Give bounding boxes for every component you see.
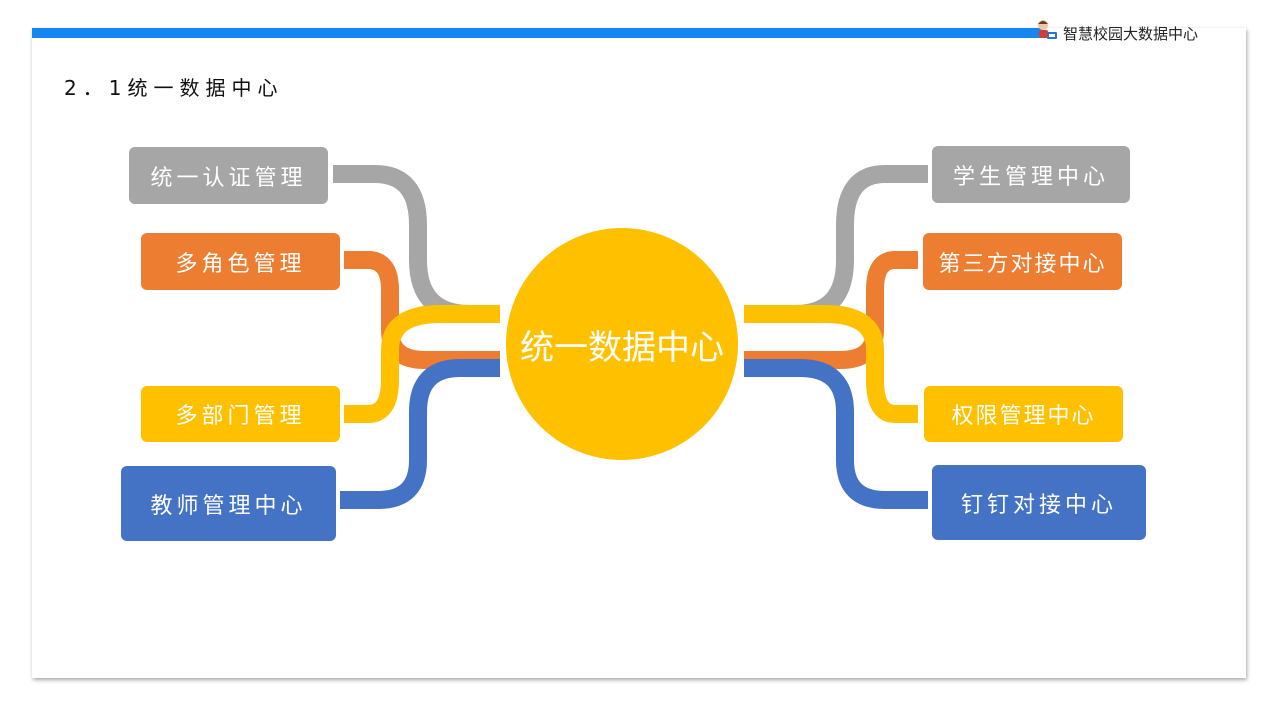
connector-right-yellow (744, 305, 918, 423)
connector-left-gray (333, 165, 500, 323)
mascot-logo-icon (1038, 20, 1057, 39)
node-unified-auth: 统一认证管理 (129, 147, 328, 204)
node-third-party-center: 第三方对接中心 (923, 233, 1122, 290)
connector-left-blue (340, 359, 500, 509)
node-multi-department: 多部门管理 (141, 386, 340, 442)
page-title: 2．1统一数据中心 (64, 76, 284, 100)
connector-left-orange (344, 251, 500, 369)
connector-left-yellow (344, 305, 500, 423)
center-node: 统一数据中心 (506, 228, 738, 460)
brand-title: 智慧校园大数据中心 (1063, 25, 1199, 43)
connector-right-blue (744, 359, 928, 509)
node-student-center: 学生管理中心 (932, 146, 1130, 203)
header-accent-bar (32, 28, 1042, 38)
connector-right-gray (744, 165, 928, 323)
node-permission-center: 权限管理中心 (924, 386, 1123, 442)
node-multi-role: 多角色管理 (141, 233, 340, 290)
connector-right-orange (744, 251, 918, 369)
node-teacher-center: 教师管理中心 (121, 466, 336, 541)
node-dingtalk-center: 钉钉对接中心 (932, 465, 1146, 540)
